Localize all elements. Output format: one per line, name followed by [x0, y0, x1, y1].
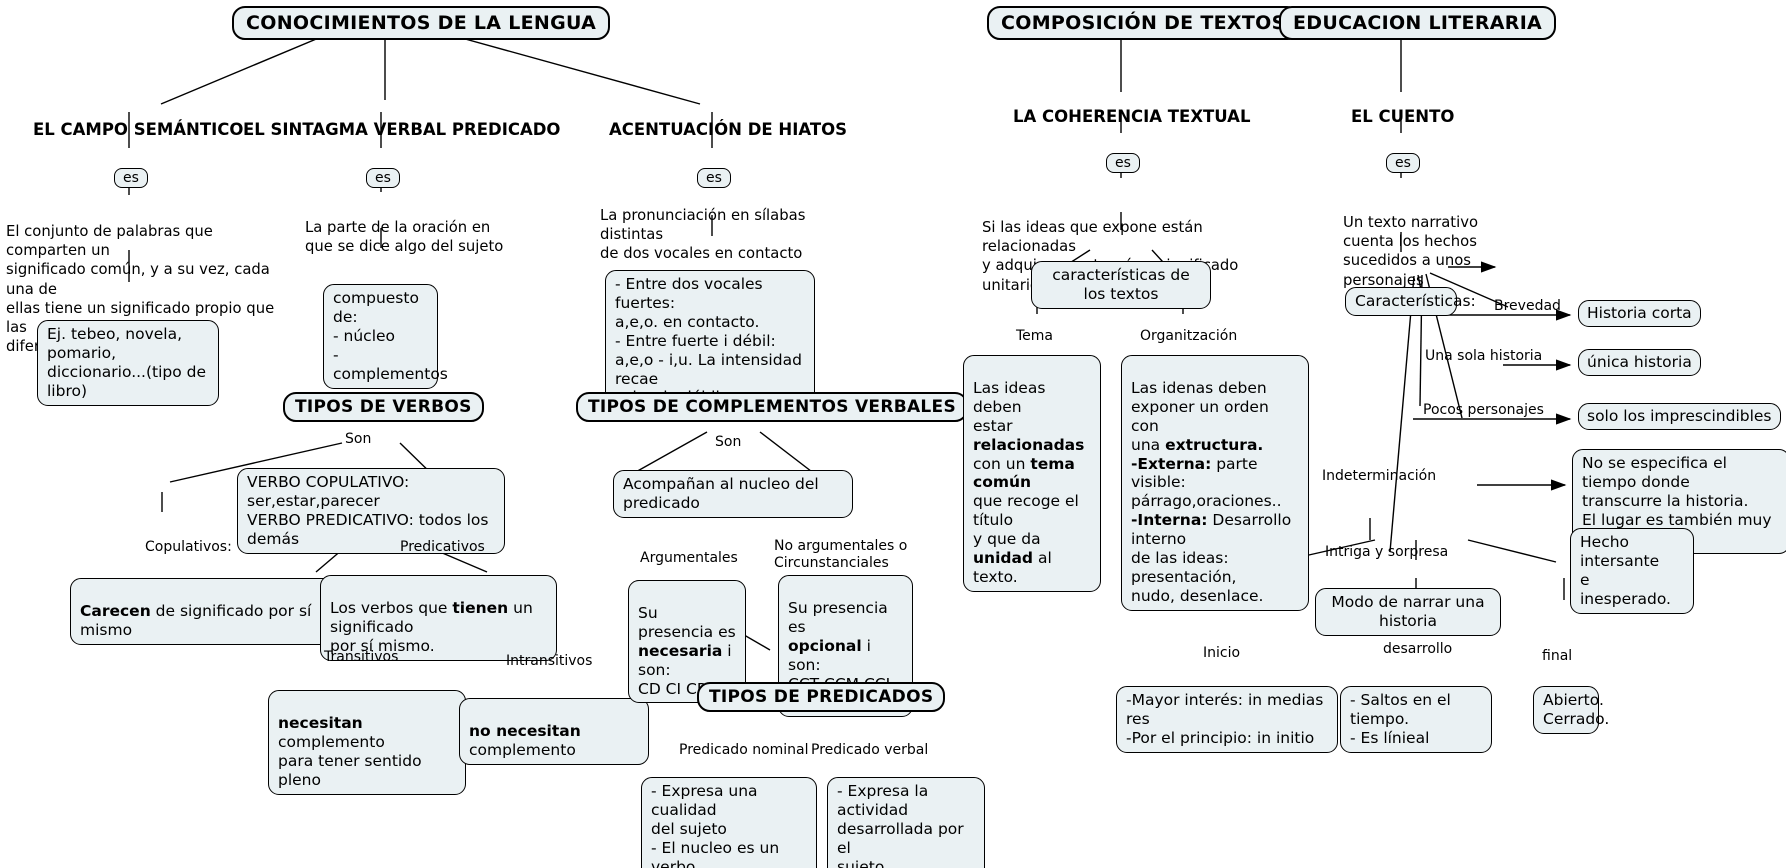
- composition-sintagma-verbal[interactable]: compuesto de: - núcleo - complementos: [323, 284, 448, 389]
- heading-el-cuento: EL CUENTO: [1351, 107, 1455, 126]
- box-transitivos-definicion[interactable]: necesitan complemento para tener sentido…: [268, 690, 466, 795]
- label-transitivos: Transitivos: [324, 649, 399, 665]
- org-text-4: Desarrollo interno de las ideas: present…: [1131, 511, 1292, 605]
- box-modo-desarrollo-detalle[interactable]: - Saltos en el tiempo. - Es línieal: [1340, 686, 1492, 753]
- box-feature-unica-historia[interactable]: única historia: [1578, 349, 1701, 376]
- definition-acentuacion: La pronunciación en sílabas distintas de…: [600, 207, 806, 263]
- heading-la-coherencia-textual: LA COHERENCIA TEXTUAL: [1013, 107, 1251, 126]
- box-no-argumentales-bold: opcional: [788, 636, 862, 655]
- box-acompanan-nucleo-predicado[interactable]: Acompañan al nucleo del predicado: [613, 470, 853, 518]
- connector-es-sintagma-verbal: es: [366, 168, 400, 188]
- box-modo-final-detalle[interactable]: Abierto. Cerrado.: [1533, 686, 1609, 734]
- banner-educacion-literaria[interactable]: EDUCACION LITERARIA: [1279, 6, 1557, 40]
- box-intransitivos-definicion[interactable]: no necesitan complemento: [459, 698, 649, 765]
- box-intransitivos-bold: no necesitan: [469, 721, 581, 740]
- box-predicativos-pre: Los verbos que: [330, 598, 453, 617]
- label-feature-indeterminacion: Indeterminación: [1322, 468, 1437, 484]
- box-organizacion-detalle[interactable]: Las idenas deben exponer un orden con un…: [1121, 355, 1309, 611]
- box-predicativos-post: un significado por sí mismo.: [330, 598, 533, 655]
- label-copulativos: Copulativos:: [145, 539, 232, 555]
- label-predicativos: Predicativos: [400, 539, 485, 555]
- box-transitivos-rest: complemento para tener sentido pleno: [278, 732, 422, 789]
- box-feature-solo-imprescindibles[interactable]: solo los imprescindibles: [1578, 403, 1781, 430]
- label-organizacion: Organitzación: [1140, 328, 1238, 344]
- org-text-3: parte visible: párrago,oraciones..: [1131, 454, 1282, 511]
- org-text-1: Las idenas deben exponer un orden con un…: [1131, 378, 1269, 454]
- box-verbos-copulativo-predicativo[interactable]: VERBO COPULATIVO: ser,estar,parecer VERB…: [237, 468, 505, 554]
- label-feature-brevedad: Brevedad: [1494, 298, 1561, 314]
- label-modo-desarrollo: desarrollo: [1383, 641, 1453, 657]
- banner-tipos-de-complementos-verbales[interactable]: TIPOS DE COMPLEMENTOS VERBALES: [576, 392, 969, 422]
- label-feature-intriga-y-sorpresa: Intriga y sorpresa: [1325, 544, 1449, 560]
- tema-bold-3: unidad: [973, 549, 1034, 568]
- box-caracteristicas-cuento[interactable]: Características:: [1345, 287, 1476, 316]
- box-predicado-nominal[interactable]: - Expresa una cualidad del sujeto - El n…: [641, 777, 817, 868]
- label-intransitivos: Intransitivos: [506, 653, 593, 669]
- box-copulativos-bold: Carecen: [80, 601, 151, 620]
- box-copulativos-rest: de significado por sí mismo: [80, 601, 312, 639]
- tema-text-3: que recoge el título y que da: [973, 492, 1079, 549]
- tema-text-2: con un: [973, 454, 1026, 473]
- connector-es-campo-semantico: es: [114, 168, 148, 188]
- box-argumentales-bold: necesaria: [638, 641, 723, 660]
- box-argumentales-pre: Su presencia es: [638, 603, 736, 641]
- box-tema-detalle[interactable]: Las ideas deben estar relacionadas con u…: [963, 355, 1101, 592]
- label-argumentales: Argumentales: [640, 550, 738, 566]
- box-predicado-verbal[interactable]: - Expresa la actividad desarrollada por …: [827, 777, 985, 868]
- box-caracteristicas-de-los-textos[interactable]: características de los textos: [1031, 261, 1211, 309]
- definition-sintagma-verbal: La parte de la oración en que se dice al…: [305, 219, 504, 256]
- connector-son-complementos: Son: [715, 434, 742, 450]
- banner-composicion-de-textos[interactable]: COMPOSICIÓN DE TEXTOS: [987, 6, 1300, 40]
- connector-es-coherencia: es: [1106, 153, 1140, 173]
- box-modo-de-narrar-una-historia[interactable]: Modo de narrar una historia: [1315, 588, 1501, 636]
- box-intransitivos-rest: complemento: [469, 740, 576, 759]
- box-copulativos-definicion[interactable]: Carecen de significado por sí mismo: [70, 578, 336, 645]
- org-bold-3: -Interna:: [1131, 511, 1208, 530]
- box-feature-hecho-interesante[interactable]: Hecho intersante e inesperado.: [1570, 528, 1694, 614]
- label-predicado-verbal: Predicado verbal: [811, 742, 929, 758]
- heading-acentuacion-de-hiatos: ACENTUACIÓN DE HIATOS: [609, 120, 848, 139]
- label-tema: Tema: [1016, 328, 1054, 344]
- definition-el-cuento: Un texto narrativo cuenta los hechos suc…: [1343, 214, 1479, 289]
- heading-sintagma-verbal-predicado: EL SINTAGMA VERBAL PREDICADO: [243, 120, 561, 139]
- label-feature-pocos-personajes: Pocos personajes: [1423, 402, 1544, 418]
- tema-bold-1: relacionadas: [973, 435, 1085, 454]
- banner-tipos-de-predicados[interactable]: TIPOS DE PREDICADOS: [697, 682, 946, 712]
- connector-son-tipos-de-verbos: Son: [345, 431, 372, 447]
- connector-es-acentuacion: es: [697, 168, 731, 188]
- tema-bold-2: tema común: [973, 454, 1075, 492]
- org-bold-1: extructura.: [1165, 435, 1264, 454]
- connector-es-cuento: es: [1386, 153, 1420, 173]
- rules-acentuacion[interactable]: - Entre dos vocales fuertes: a,e,o. en c…: [605, 270, 815, 413]
- heading-campo-semantico: EL CAMPO SEMÁNTICO: [33, 120, 244, 139]
- banner-tipos-de-verbos[interactable]: TIPOS DE VERBOS: [283, 392, 484, 422]
- box-predicativos-definicion[interactable]: Los verbos que tienen un significado por…: [320, 575, 557, 661]
- box-feature-historia-corta[interactable]: Historia corta: [1578, 300, 1701, 327]
- tema-text-1: Las ideas deben estar: [973, 378, 1046, 435]
- label-modo-inicio: Inicio: [1203, 645, 1241, 661]
- label-no-argumentales-circunstanciales: No argumentales o Circunstanciales: [774, 538, 908, 571]
- label-modo-final: final: [1542, 648, 1573, 664]
- box-predicativos-bold: tienen: [452, 598, 509, 617]
- tema-text-4: al texto.: [973, 549, 1052, 586]
- box-modo-inicio-detalle[interactable]: -Mayor interés: in medias res -Por el pr…: [1116, 686, 1338, 753]
- org-bold-2: -Externa:: [1131, 454, 1212, 473]
- box-transitivos-bold: necesitan: [278, 713, 363, 732]
- example-campo-semantico[interactable]: Ej. tebeo, novela, pomario, diccionario.…: [37, 320, 219, 406]
- label-predicado-nominal: Predicado nominal: [679, 742, 809, 758]
- box-no-argumentales-pre: Su presencia es: [788, 598, 888, 636]
- banner-conocimientos-de-la-lengua[interactable]: CONOCIMIENTOS DE LA LENGUA: [232, 6, 611, 40]
- label-feature-una-sola-historia: Una sola historia: [1425, 348, 1543, 364]
